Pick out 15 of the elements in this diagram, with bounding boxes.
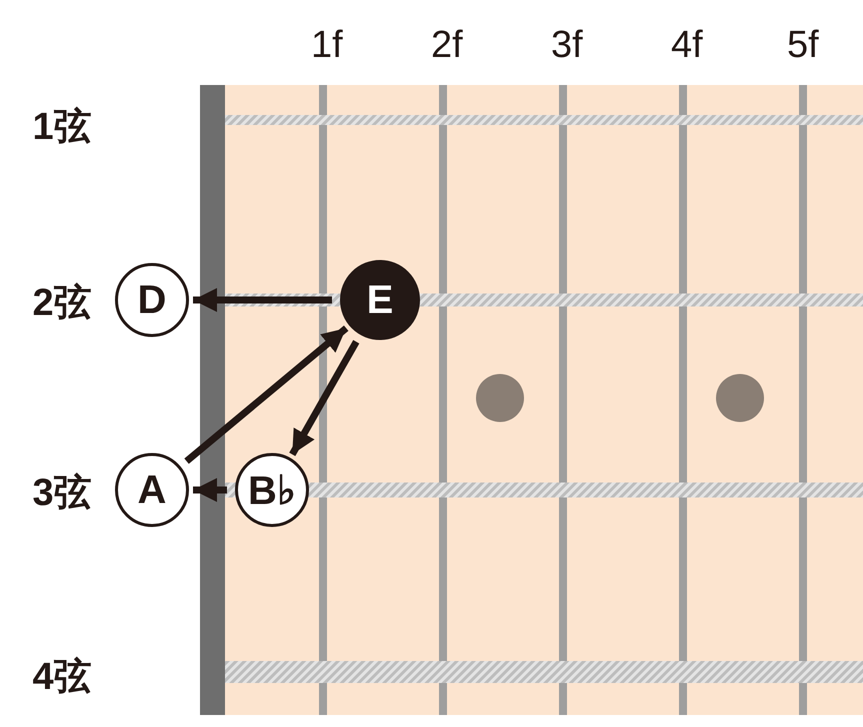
- arrow: [193, 478, 227, 502]
- string-label: 1弦: [32, 108, 92, 146]
- string-label: 4弦: [32, 658, 92, 696]
- note-circle: D: [115, 263, 189, 337]
- arrow: [193, 288, 332, 312]
- fret-number: 3f: [551, 26, 583, 64]
- fret-number: 2f: [431, 26, 463, 64]
- fret-number: 4f: [671, 26, 703, 64]
- arrow: [184, 325, 348, 464]
- arrow: [289, 340, 360, 456]
- string-label: 2弦: [32, 284, 92, 322]
- note-circle: A: [115, 453, 189, 527]
- fret-number: 5f: [787, 26, 819, 64]
- fret-number: 1f: [311, 26, 343, 64]
- string-label: 3弦: [32, 474, 92, 512]
